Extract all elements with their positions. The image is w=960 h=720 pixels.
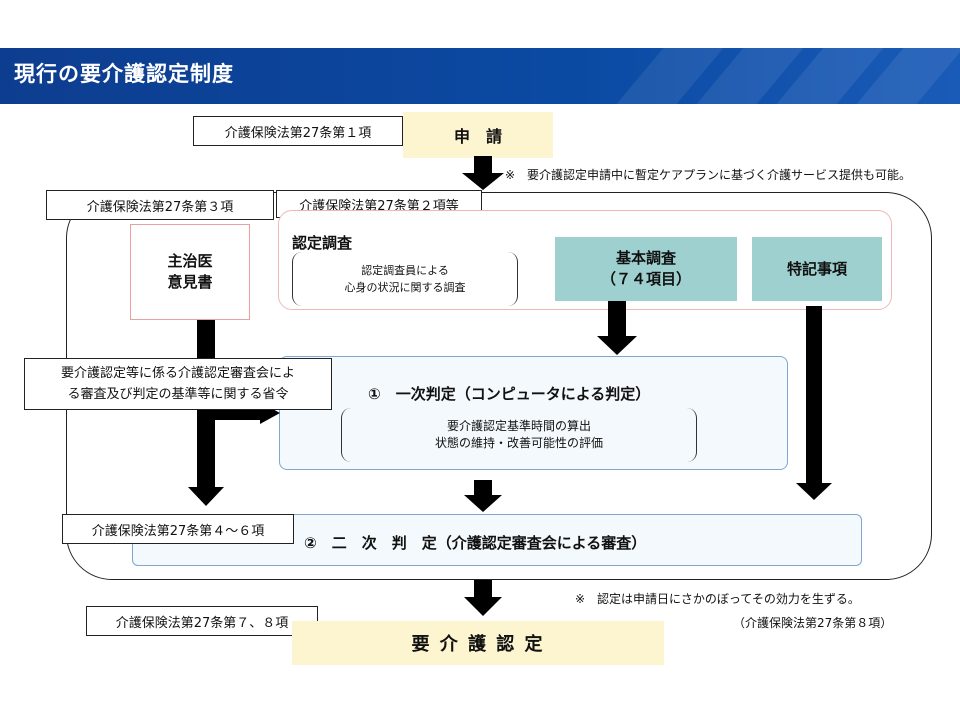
- arrow-niji-down: [464, 580, 502, 616]
- law-label-nintei: 介護保険法第27条第７、８項: [86, 606, 318, 636]
- arrow-shinsei-down: [462, 156, 504, 190]
- arrow-kihon-down: [597, 301, 637, 355]
- law-label-niji: 介護保険法第27条第４～６項: [62, 514, 294, 544]
- arrow-tokki-down: [796, 306, 832, 500]
- nintei-label: 要 介 護 認 定: [411, 634, 545, 655]
- ikensho-box: 主治医 意見書: [130, 224, 250, 320]
- chosa-desc-line1: 認定調査員による: [361, 264, 449, 277]
- ordinance-line1: 要介護認定等に係る介護認定審査会によ: [60, 366, 295, 381]
- ichiji-hantei-box: [279, 356, 788, 470]
- chosa-desc-line2: 心身の状況に関する調査: [344, 281, 466, 294]
- title-banner: 現行の要介護認定制度: [0, 48, 960, 104]
- ichiji-title: ① 一次判定（コンピュータによる判定）: [368, 385, 651, 403]
- law-label-shinsei: 介護保険法第27条第１項: [193, 116, 403, 146]
- ichiji-desc-line1: 要介護認定基準時間の算出: [446, 419, 591, 433]
- ordinance-box: 要介護認定等に係る介護認定審査会によ る審査及び判定の基準等に関する省令: [24, 358, 332, 410]
- kihon-line2: （７４項目）: [600, 270, 691, 288]
- shinsei-note: ※ 要介護認定申請中に暫定ケアプランに基づく介護サービス提供も可能。: [505, 168, 912, 182]
- niji-title: ② 二 次 判 定（介護認定審査会による審査）: [304, 534, 647, 552]
- chosa-title: 認定調査: [292, 234, 353, 252]
- nintei-box: 要 介 護 認 定: [292, 621, 664, 665]
- tokki-label: 特記事項: [786, 259, 847, 278]
- tokki-jiko-box: 特記事項: [752, 237, 882, 301]
- kihon-line1: 基本調査: [615, 249, 676, 267]
- kihon-chosa-box: 基本調査 （７４項目）: [555, 237, 737, 301]
- ikensho-line2: 意見書: [167, 273, 213, 291]
- ordinance-line2: る審査及び判定の基準等に関する省令: [67, 387, 289, 402]
- shinsei-box: 申 請: [403, 112, 553, 158]
- ichiji-desc-line2: 状態の維持・改善可能性の評価: [434, 436, 603, 450]
- law-label-ikensho: 介護保険法第27条第３項: [46, 190, 274, 220]
- page-title: 現行の要介護認定制度: [14, 62, 234, 86]
- nintei-note-law: （介護保険法第27条第８項）: [733, 616, 893, 630]
- shinsei-label: 申 請: [453, 127, 502, 146]
- chosa-desc: 認定調査員による 心身の状況に関する調査: [292, 252, 518, 306]
- ikensho-line1: 主治医: [167, 252, 213, 270]
- nintei-note: ※ 認定は申請日にさかのぼってその効力を生ずる。: [575, 592, 860, 606]
- arrow-ichiji-down: [464, 480, 502, 512]
- ichiji-desc: 要介護認定基準時間の算出 状態の維持・改善可能性の評価: [341, 408, 697, 462]
